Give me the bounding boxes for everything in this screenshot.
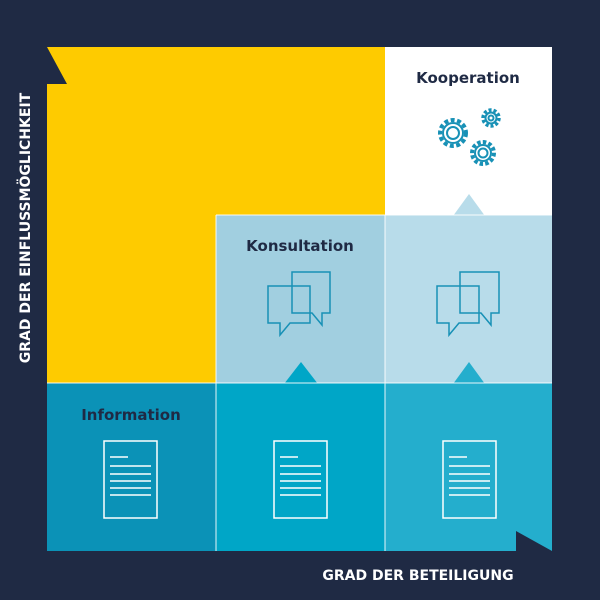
arrow-up-konsultation-right — [453, 362, 485, 384]
kooperation-cell — [385, 47, 552, 215]
document-icon — [103, 440, 158, 519]
information-label: Information — [81, 406, 181, 424]
information-mid-cell — [216, 383, 385, 551]
document-icon — [273, 440, 328, 519]
konsultation-cell — [216, 215, 385, 383]
konsultation-right-cell — [385, 215, 552, 383]
y-axis-label: GRAD DER EINFLUSSMÖGLICHKEIT — [16, 92, 34, 363]
information-right-cell — [385, 383, 552, 551]
arrow-up-kooperation — [453, 194, 485, 216]
arrow-up-konsultation — [284, 362, 318, 384]
speech-bubbles-icon — [267, 271, 331, 338]
document-icon — [442, 440, 497, 519]
konsultation-label: Konsultation — [246, 237, 354, 255]
x-axis-label: GRAD DER BETEILIGUNG — [322, 568, 513, 584]
information-cell — [47, 383, 216, 551]
gears-icon — [438, 108, 501, 166]
speech-bubbles-icon — [436, 271, 500, 338]
kooperation-label: Kooperation — [416, 69, 520, 87]
grid-lines — [47, 214, 552, 551]
